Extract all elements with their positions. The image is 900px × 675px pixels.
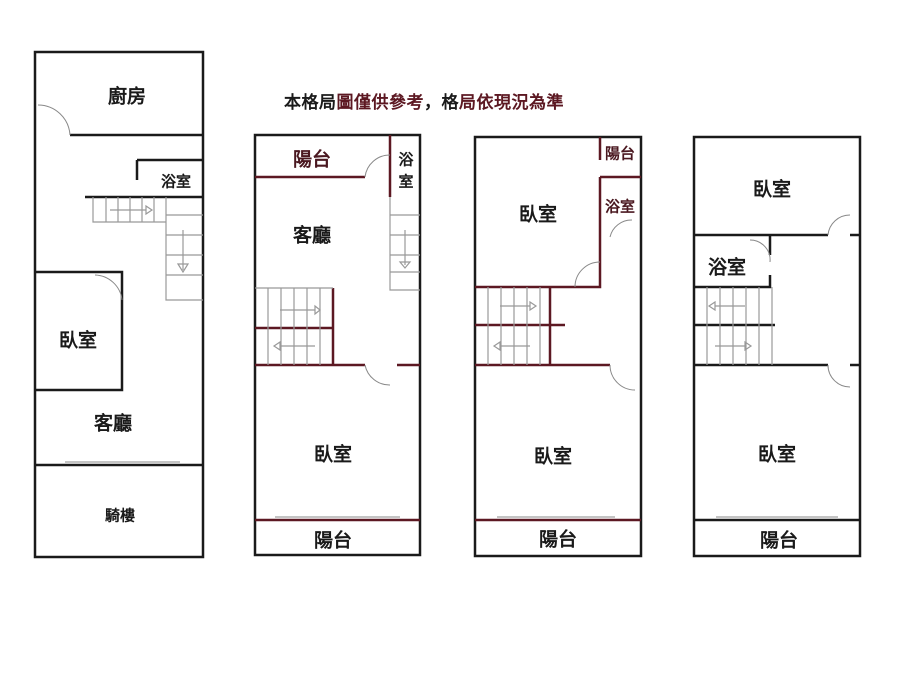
room-balcony: 陽台 <box>605 145 635 163</box>
room-bedroom-front: 臥室 <box>534 445 572 468</box>
title-part: 本格局 <box>284 93 337 113</box>
floor-plan-4: 臥室 浴室 臥室 陽台 <box>692 135 862 558</box>
room-bathroom: 浴室 <box>161 173 191 191</box>
room-balcony-front: 陽台 <box>539 528 577 551</box>
room-bedroom-rear: 臥室 <box>519 203 557 226</box>
title-part: 圖僅供參考 <box>336 93 424 113</box>
room-living: 客廳 <box>94 412 132 435</box>
room-balcony-front: 陽台 <box>314 529 352 552</box>
room-bathroom-char1: 浴 <box>398 151 414 169</box>
room-bedroom: 臥室 <box>314 443 352 466</box>
room-bathroom: 浴室 <box>708 256 746 279</box>
room-bedroom-front: 臥室 <box>758 443 796 466</box>
room-kitchen: 廚房 <box>108 85 146 108</box>
disclaimer-title: 本格局圖僅供參考，格局依現況為準 <box>284 88 564 113</box>
room-bedroom: 臥室 <box>59 329 97 352</box>
room-balcony-front: 陽台 <box>760 529 798 552</box>
room-arcade: 騎樓 <box>105 507 135 525</box>
room-living: 客廳 <box>293 224 331 247</box>
room-bathroom: 浴室 <box>605 198 635 216</box>
room-balcony: 陽台 <box>293 148 331 171</box>
title-part: 局依現況為準 <box>459 93 564 113</box>
floor-plan-1: 廚房 浴室 臥室 客廳 騎樓 <box>33 50 205 559</box>
title-part: ，格 <box>424 93 459 113</box>
room-bedroom-rear: 臥室 <box>753 178 791 201</box>
floor-plan-3: 陽台 浴室 臥室 臥室 陽台 <box>473 135 643 558</box>
room-bathroom-char2: 室 <box>398 173 413 191</box>
floor-plan-2: 陽台 浴 室 客廳 臥室 陽台 <box>253 133 422 557</box>
